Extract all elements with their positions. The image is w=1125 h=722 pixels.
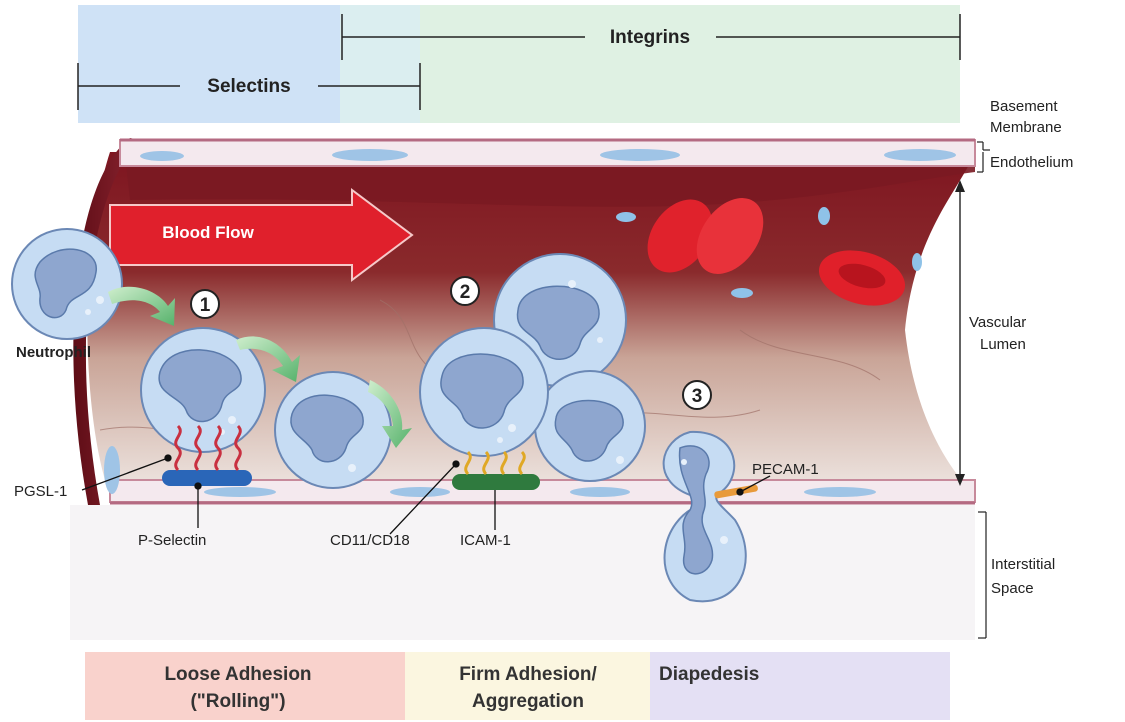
loose-adhesion-label: Loose Adhesion [164, 664, 311, 685]
step-number: 3 [692, 386, 703, 407]
selectin-band [78, 5, 340, 123]
basement-membrane-label: Membrane [990, 119, 1062, 136]
neutrophil-aggregate-right [535, 371, 645, 481]
selectins-label: Selectins [207, 76, 290, 97]
endothelium-top [120, 140, 975, 166]
endothelial-nucleus [104, 446, 120, 494]
endothelial-nucleus [390, 487, 450, 497]
endothelial-nucleus [332, 149, 408, 161]
step-marker-1: 1 [191, 290, 219, 318]
interstitial-space [70, 505, 975, 640]
endothelial-nucleus [804, 487, 876, 497]
integrin-band [420, 5, 960, 123]
firm-adhesion-label: Aggregation [472, 691, 584, 712]
step-number: 2 [460, 282, 471, 303]
endothelial-nucleus [140, 151, 184, 161]
step-number: 1 [200, 295, 211, 316]
step-marker-2: 2 [451, 277, 479, 305]
interstitial-space-label: Interstitial [991, 556, 1055, 573]
endothelial-nucleus [600, 149, 680, 161]
selectin-band-overlap [340, 5, 420, 123]
icam-bar [452, 474, 540, 490]
platelet [818, 207, 830, 225]
step-marker-3: 3 [683, 381, 711, 409]
interstitial-space-label: Space [991, 580, 1034, 597]
blood-flow-label: Blood Flow [162, 223, 254, 242]
firm-adhesion-label: Firm Adhesion/ [459, 664, 597, 685]
basement-membrane-label: Basement [990, 98, 1058, 115]
icam-label: ICAM-1 [460, 532, 511, 549]
integrins-label: Integrins [610, 27, 690, 48]
loose-adhesion-label: ("Rolling") [190, 691, 285, 712]
pecam-label: PECAM-1 [752, 461, 819, 478]
platelet [616, 212, 636, 222]
pgsl-label: PGSL-1 [14, 483, 67, 500]
neutrophil-label: Neutrophil [16, 344, 91, 361]
vascular-lumen-label: Lumen [980, 336, 1026, 353]
cd11-cd18-label: CD11/CD18 [330, 532, 410, 549]
neutrophil-free [12, 229, 122, 339]
endothelial-nucleus [884, 149, 956, 161]
p-selectin-label: P-Selectin [138, 532, 206, 549]
stage-bands: Loose Adhesion ("Rolling") Firm Adhesion… [85, 652, 950, 720]
platelet [912, 253, 922, 271]
diapedesis-label: Diapedesis [659, 664, 759, 685]
platelet [731, 288, 753, 298]
diapedesis-band [650, 652, 950, 720]
endothelial-nucleus [204, 487, 276, 497]
vascular-lumen-label: Vascular [969, 314, 1026, 331]
neutrophil-adherent [420, 328, 548, 456]
p-selectin-bar [162, 470, 252, 486]
endothelial-nucleus [570, 487, 630, 497]
range-bands [78, 5, 960, 123]
endothelium-label: Endothelium [990, 154, 1073, 171]
